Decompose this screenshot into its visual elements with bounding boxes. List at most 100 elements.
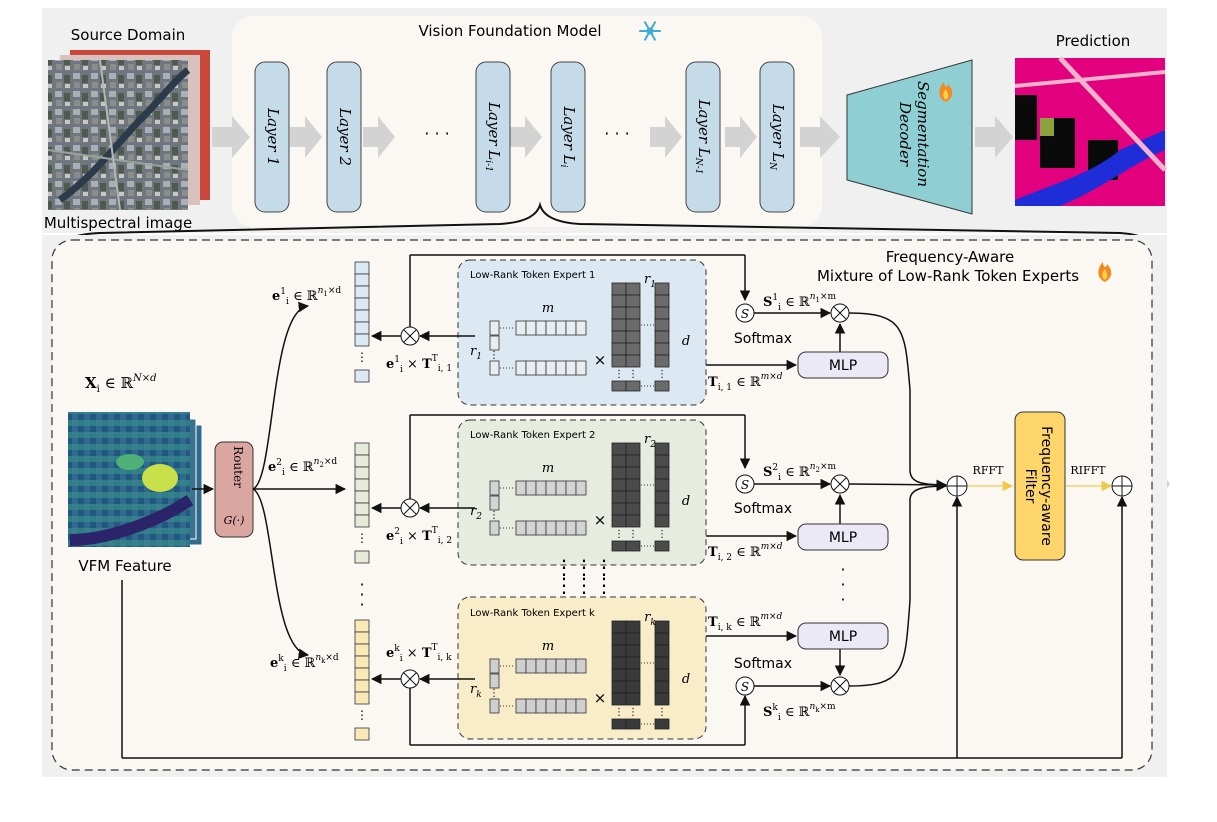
token-cell bbox=[354, 490, 370, 504]
svg-text:d: d bbox=[682, 494, 690, 509]
svg-text:d: d bbox=[682, 672, 690, 687]
frequency-aware-filter: Frequency-awareFilter bbox=[1014, 411, 1066, 561]
ekT-label: eki × TTi, k bbox=[386, 643, 452, 664]
sum-node-1 bbox=[946, 475, 968, 497]
vfm-title: Vision Foundation Model bbox=[418, 22, 601, 40]
svg-text:⋮: ⋮ bbox=[628, 529, 638, 540]
e1-label: e1i ∈ ℝn1×d bbox=[272, 286, 341, 307]
token-cell bbox=[354, 643, 370, 657]
svg-text:r1: r1 bbox=[470, 344, 482, 362]
softmax-node-2: S bbox=[735, 474, 755, 494]
token-cell bbox=[354, 285, 370, 299]
layer-2: Layer 2 bbox=[326, 61, 362, 213]
svg-text:MLP: MLP bbox=[829, 530, 857, 546]
token-cell bbox=[354, 466, 370, 480]
token-cell bbox=[354, 679, 370, 693]
expansion-brace bbox=[61, 201, 1151, 248]
svg-text:⋮: ⋮ bbox=[628, 707, 638, 718]
softmax-node-k: S bbox=[735, 676, 755, 696]
mlp-vertical-dots: ··· bbox=[840, 560, 845, 609]
svg-text:Frequency-awareFilter: Frequency-awareFilter bbox=[1022, 426, 1054, 546]
svg-text:⋮: ⋮ bbox=[554, 555, 574, 579]
svg-text:G(·): G(·) bbox=[224, 514, 245, 527]
token-cell bbox=[354, 514, 370, 528]
fire-icon bbox=[1098, 262, 1112, 282]
layer-l-i: Layer Li bbox=[550, 61, 586, 213]
layer-l-i-minus-1: Layer Li-1 bbox=[475, 61, 511, 213]
svg-text:⋮: ⋮ bbox=[489, 510, 499, 521]
t2-label: Ti, 2 ∈ ℝm×d bbox=[708, 542, 783, 563]
svg-text:⋮: ⋮ bbox=[489, 688, 499, 699]
softmax-label-k: Softmax bbox=[734, 656, 792, 672]
svg-text:⋮: ⋮ bbox=[594, 555, 614, 579]
input-feature-math: Xi ∈ ℝN×d bbox=[85, 373, 156, 395]
e1T-label: e1i × TTi, 1 bbox=[386, 354, 452, 375]
prediction-label: Prediction bbox=[1056, 32, 1131, 50]
svg-text:⋮: ⋮ bbox=[614, 529, 624, 540]
svg-text:r1: r1 bbox=[644, 272, 656, 290]
token-cell bbox=[354, 478, 370, 492]
svg-text:⋮: ⋮ bbox=[657, 707, 667, 718]
fmlte-title-line-2: Mixture of Low-Rank Token Experts bbox=[817, 267, 1079, 285]
sk-label: Ski ∈ ℝnk×m bbox=[763, 702, 836, 723]
expert-ellipsis: ⋮⋮⋮ ⋮⋮⋮ bbox=[554, 555, 614, 597]
expert-1-title: Low-Rank Token Expert 1 bbox=[470, 270, 595, 281]
svg-text:⋮: ⋮ bbox=[657, 529, 667, 540]
otimes-out-1 bbox=[830, 303, 850, 323]
svg-text:Layer LN-1: Layer LN-1 bbox=[694, 99, 714, 175]
router-vertical-dots: · bbox=[359, 595, 364, 614]
expert-k-title: Low-Rank Token Expert k bbox=[470, 608, 595, 619]
source-domain-label: Source Domain bbox=[71, 26, 186, 44]
otimes-node-ek bbox=[400, 669, 420, 689]
expert-1-matrices: m⋮r1×⋮⋮⋮r1d bbox=[470, 272, 690, 392]
token-column-2: ⋮ bbox=[354, 442, 370, 564]
router-vertical-dots: · bbox=[359, 585, 364, 604]
svg-text:·: · bbox=[840, 575, 845, 594]
svg-text:Layer LN: Layer LN bbox=[768, 103, 788, 171]
router-block: Router G(·) bbox=[214, 441, 254, 538]
token-cell bbox=[354, 502, 370, 516]
token-cell bbox=[354, 655, 370, 669]
softmax-label-1: Softmax bbox=[734, 331, 792, 347]
token-cell bbox=[354, 454, 370, 468]
layer-ellipsis-2: · · · bbox=[604, 124, 629, 143]
svg-text:×: × bbox=[594, 511, 607, 529]
svg-text:rk: rk bbox=[644, 610, 656, 628]
svg-text:rk: rk bbox=[470, 682, 482, 700]
otimes-node-e1 bbox=[400, 326, 420, 346]
svg-text:Layer Li: Layer Li bbox=[559, 105, 579, 167]
svg-text:m: m bbox=[542, 461, 554, 476]
svg-text:⋮: ⋮ bbox=[614, 369, 624, 380]
svg-text:Layer 2: Layer 2 bbox=[336, 107, 354, 166]
mlp-block-2: MLP bbox=[797, 523, 889, 551]
svg-text:⋮: ⋮ bbox=[356, 708, 368, 722]
layer-ellipsis-1: · · · bbox=[424, 124, 449, 143]
rfft-label: RFFT bbox=[973, 464, 1005, 477]
s2-label: S2i ∈ ℝn2×m bbox=[763, 462, 837, 483]
svg-text:·: · bbox=[840, 590, 845, 609]
svg-text:S: S bbox=[741, 680, 749, 694]
mlp-block-k: MLP bbox=[797, 622, 889, 650]
layer-l-n-minus-1: Layer LN-1 bbox=[685, 61, 721, 213]
e2T-label: e2i × TTi, 2 bbox=[386, 526, 452, 547]
svg-text:⋮: ⋮ bbox=[356, 350, 368, 364]
e2-label: e2i ∈ ℝn2×d bbox=[268, 457, 337, 478]
expert-2-matrices: m⋮r2×⋮⋮⋮r2d bbox=[470, 432, 690, 552]
rifft-label: RIFFT bbox=[1070, 464, 1106, 477]
svg-text:⋮: ⋮ bbox=[594, 573, 614, 597]
svg-text:×: × bbox=[594, 351, 607, 369]
otimes-node-e2 bbox=[400, 498, 420, 518]
fmlte-title-line-1: Frequency-Aware bbox=[886, 248, 1015, 266]
layer-l-n: Layer LN bbox=[759, 61, 795, 213]
svg-text:Layer 1: Layer 1 bbox=[264, 107, 282, 166]
t1-label: Ti, 1 ∈ ℝm×d bbox=[708, 372, 783, 393]
svg-text:·: · bbox=[840, 560, 845, 579]
expert-2-title: Low-Rank Token Expert 2 bbox=[470, 430, 595, 441]
svg-text:S: S bbox=[741, 307, 749, 321]
token-cell bbox=[354, 309, 370, 323]
otimes-out-k bbox=[830, 676, 850, 696]
svg-text:Router: Router bbox=[231, 446, 245, 488]
s1-label: S1i ∈ ℝn1×m bbox=[763, 292, 837, 313]
svg-text:SegmentationDecoder: SegmentationDecoder bbox=[896, 81, 932, 187]
